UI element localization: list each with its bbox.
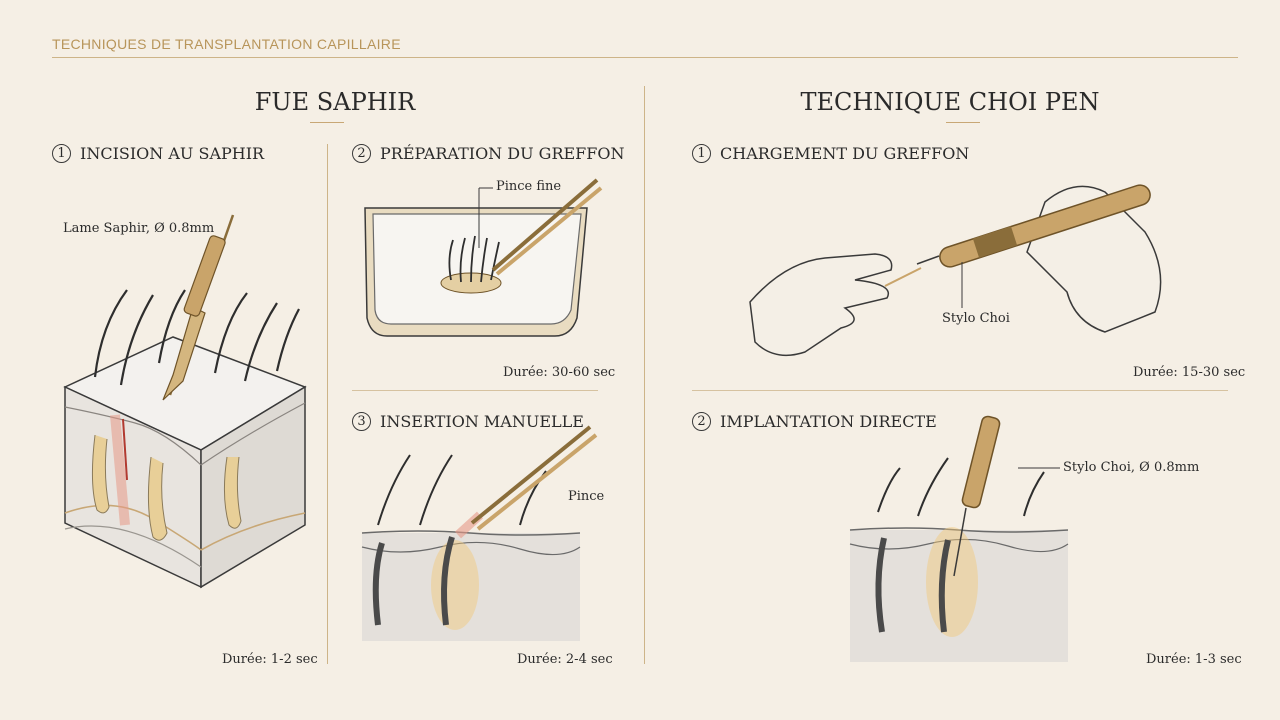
left-section-title: FUE SAPHIR (190, 88, 480, 116)
duration-preparation: Durée: 30-60 sec (503, 365, 615, 380)
step-chargement-greffon: 1 CHARGEMENT DU GREFFON (692, 144, 969, 163)
step-number: 1 (692, 144, 711, 163)
duration-insertion: Durée: 2-4 sec (517, 652, 613, 667)
step-number: 2 (692, 412, 711, 431)
main-divider (644, 86, 645, 664)
choi-pen-loading-illustration (745, 172, 1175, 372)
duration-implantation: Durée: 1-3 sec (1146, 652, 1242, 667)
left-title-underline (310, 122, 344, 123)
left-column-divider (327, 144, 328, 664)
step-number: 1 (52, 144, 71, 163)
left-row-divider (352, 390, 598, 391)
skin-block-illustration (55, 195, 315, 595)
step-label: INCISION AU SAPHIR (80, 144, 264, 163)
header-divider (52, 57, 1238, 58)
right-section-title: TECHNIQUE CHOI PEN (800, 88, 1100, 116)
manual-insertion-illustration (360, 425, 605, 645)
step-number: 2 (352, 144, 371, 163)
duration-incision: Durée: 1-2 sec (222, 652, 318, 667)
step-label: CHARGEMENT DU GREFFON (720, 144, 969, 163)
step-incision-saphir: 1 INCISION AU SAPHIR (52, 144, 264, 163)
tray-illustration (355, 178, 605, 343)
step-label: PRÉPARATION DU GREFFON (380, 144, 625, 163)
label-stylo-choi-diameter: Stylo Choi, Ø 0.8mm (1063, 460, 1199, 475)
right-row-divider (692, 390, 1228, 391)
step-preparation-greffon: 2 PRÉPARATION DU GREFFON (352, 144, 625, 163)
right-title-underline (946, 122, 980, 123)
choi-pen-implant-illustration (848, 412, 1073, 664)
page-header: TECHNIQUES DE TRANSPLANTATION CAPILLAIRE (52, 36, 401, 52)
